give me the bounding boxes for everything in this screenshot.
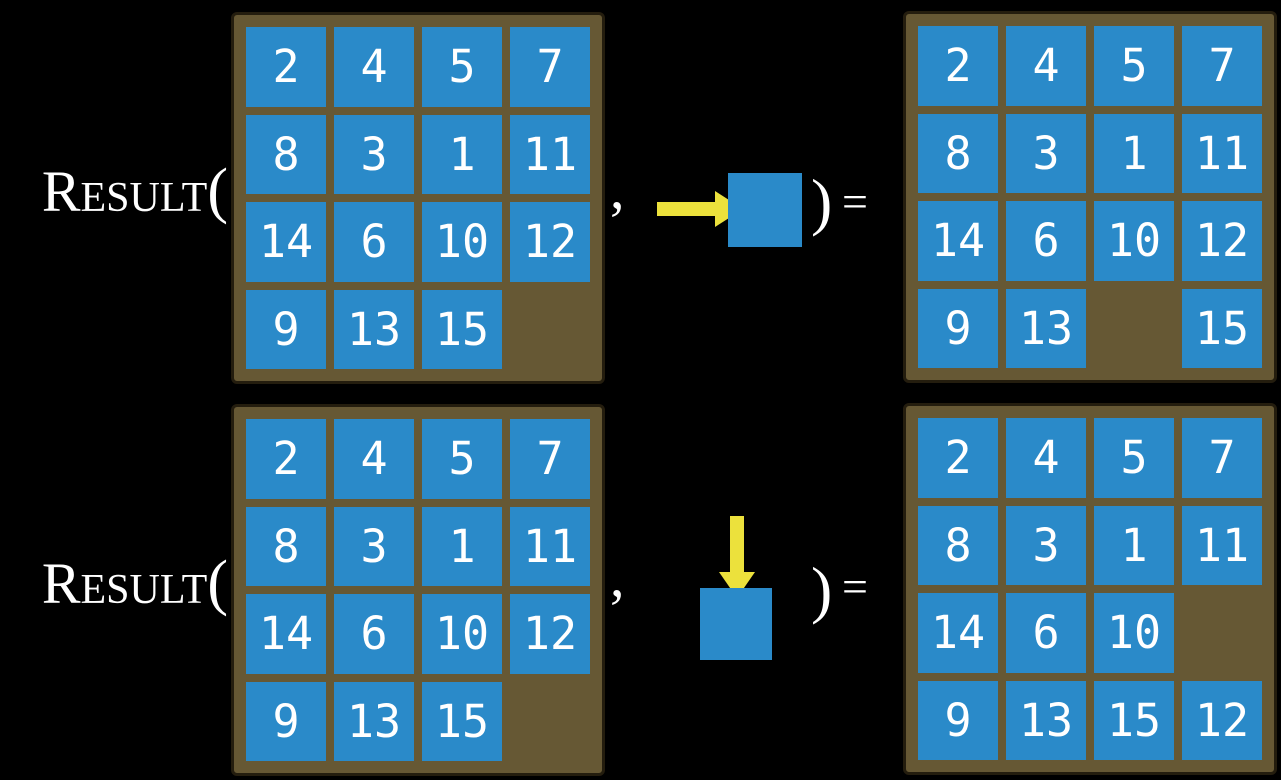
tile-9: 9 [918, 288, 998, 368]
tile-5: 5 [1094, 26, 1174, 106]
tile-icon [700, 588, 772, 660]
empty-cell [510, 290, 590, 370]
tile-5: 5 [422, 27, 502, 107]
empty-cell [1094, 289, 1174, 369]
tile-10: 10 [1094, 593, 1174, 673]
tile-2: 2 [246, 27, 326, 107]
tile-12: 12 [1182, 201, 1262, 281]
tile-4: 4 [334, 27, 414, 107]
result-function-label: Result( [0, 552, 228, 614]
tile-4: 4 [334, 419, 414, 499]
tile-icon [728, 173, 802, 247]
tile-7: 7 [1182, 418, 1262, 498]
tile-13: 13 [1006, 288, 1086, 368]
equals-sign: = [842, 561, 868, 612]
tile-1: 1 [1094, 113, 1174, 193]
function-name-rest: esult [80, 567, 208, 613]
tile-3: 3 [334, 506, 414, 586]
empty-cell [1182, 593, 1262, 673]
tile-8: 8 [918, 505, 998, 585]
tile-9: 9 [246, 289, 326, 369]
tile-10: 10 [422, 594, 502, 674]
tile-11: 11 [1182, 505, 1262, 585]
tile-15: 15 [1182, 288, 1262, 368]
tile-8: 8 [246, 114, 326, 194]
tile-6: 6 [334, 202, 414, 282]
tile-5: 5 [1094, 418, 1174, 498]
tile-5: 5 [422, 419, 502, 499]
tile-4: 4 [1006, 26, 1086, 106]
tile-3: 3 [1006, 113, 1086, 193]
function-name-initial: R [41, 159, 81, 224]
tile-13: 13 [334, 289, 414, 369]
down-arrow-icon [719, 516, 755, 598]
tile-12: 12 [1182, 680, 1262, 760]
tile-9: 9 [918, 680, 998, 760]
tile-11: 11 [1182, 113, 1262, 193]
tile-13: 13 [334, 681, 414, 761]
tile-14: 14 [246, 594, 326, 674]
tile-11: 11 [510, 506, 590, 586]
open-paren: ( [207, 157, 228, 225]
tile-9: 9 [246, 681, 326, 761]
tile-1: 1 [1094, 505, 1174, 585]
tile-7: 7 [510, 27, 590, 107]
tile-8: 8 [246, 506, 326, 586]
tile-14: 14 [918, 201, 998, 281]
tile-15: 15 [422, 681, 502, 761]
tile-10: 10 [422, 202, 502, 282]
tile-1: 1 [422, 506, 502, 586]
tile-13: 13 [1006, 680, 1086, 760]
tile-12: 12 [510, 594, 590, 674]
result-function-label: Result( [0, 160, 228, 222]
tile-6: 6 [1006, 593, 1086, 673]
comma-separator: , [610, 544, 625, 609]
tile-11: 11 [510, 114, 590, 194]
tile-1: 1 [422, 114, 502, 194]
tile-7: 7 [510, 419, 590, 499]
empty-cell [510, 682, 590, 762]
tile-3: 3 [1006, 505, 1086, 585]
equals-sign: = [842, 176, 868, 227]
tile-8: 8 [918, 113, 998, 193]
close-paren: ) [811, 554, 833, 625]
tile-15: 15 [1094, 680, 1174, 760]
tile-7: 7 [1182, 26, 1262, 106]
close-paren: ) [811, 166, 833, 237]
open-paren: ( [207, 549, 228, 617]
function-name-rest: esult [80, 175, 208, 221]
tile-2: 2 [918, 26, 998, 106]
tile-3: 3 [334, 114, 414, 194]
tile-14: 14 [246, 202, 326, 282]
tile-12: 12 [510, 202, 590, 282]
tile-2: 2 [246, 419, 326, 499]
tile-6: 6 [334, 594, 414, 674]
comma-separator: , [610, 156, 625, 221]
tile-2: 2 [918, 418, 998, 498]
tile-14: 14 [918, 593, 998, 673]
tile-15: 15 [422, 289, 502, 369]
function-name-initial: R [41, 551, 81, 616]
tile-4: 4 [1006, 418, 1086, 498]
tile-10: 10 [1094, 201, 1174, 281]
tile-6: 6 [1006, 201, 1086, 281]
